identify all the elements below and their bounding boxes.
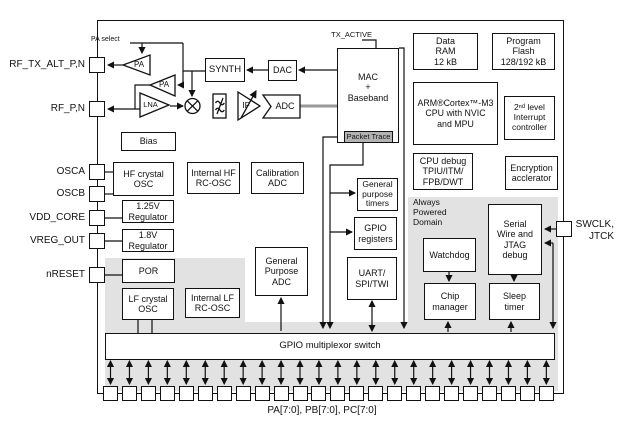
gpio-pin: [463, 386, 479, 401]
block-bias: Bias: [121, 132, 176, 151]
block-1v25-regulator: 1.25V Regulator: [122, 200, 174, 223]
always-powered-domain-label: Always Powered Domain: [413, 197, 447, 227]
block-arm-cortex-m3-cpu: ARM®Cortex™-M3 CPU with NVIC and MPU: [413, 82, 498, 145]
block-general-purpose-adc: General Purpose ADC: [255, 247, 308, 296]
gpio-pin: [406, 386, 422, 401]
gpio-pin: [103, 386, 118, 401]
adc-label: ADC: [275, 101, 295, 111]
block-watchdog: Watchdog: [423, 238, 476, 272]
gpio-pin: [273, 386, 289, 401]
pin-label-rf-pn: RF_P,N: [50, 103, 85, 114]
gpio-pin: [519, 386, 535, 401]
lna-label: LNA: [143, 100, 158, 109]
pa1-amp-symbol: [121, 54, 151, 76]
block-sleep-timer: Sleep timer: [489, 283, 540, 320]
gpio-pin: [368, 386, 384, 401]
gpio-pin: [330, 386, 346, 401]
signal-label-pa-select: PA select: [91, 36, 120, 43]
lna-amp-symbol: [139, 92, 171, 118]
block-chip-manager: Chip manager: [424, 283, 476, 320]
block-cpu-debug: CPU debug TPIU/ITM/ FPB/DWT: [413, 153, 473, 190]
pin-label-rf-tx-alt: RF_TX_ALT_P,N: [9, 59, 85, 70]
if-label: IF: [242, 100, 250, 110]
gpio-pin: [254, 386, 270, 401]
gpio-pin: [178, 386, 194, 401]
block-hf-crystal-osc: HF crystal OSC: [113, 162, 174, 196]
pin-rf-tx-alt: [89, 57, 105, 73]
block-internal-lf-rc-osc: Internal LF RC-OSC: [185, 288, 240, 318]
gpio-pin: [500, 386, 516, 401]
block-data-ram: Data RAM 12 kB: [413, 33, 478, 70]
signal-label-tx-active: TX_ACTIVE: [331, 30, 372, 39]
rx-adc-symbol: [261, 94, 301, 119]
pa1-label: PA: [133, 60, 145, 69]
pin-label-osca: OSCA: [56, 166, 85, 177]
gpio-pin: [444, 386, 460, 401]
pin-vreg-out: [89, 233, 105, 249]
block-synth: SYNTH: [205, 58, 245, 82]
block-uart-spi-twi: UART/ SPI/TWI: [347, 257, 397, 300]
pin-vdd-core: [89, 210, 105, 226]
gpio-pin: [216, 386, 232, 401]
gpio-pin: [292, 386, 308, 401]
block-2nd-level-interrupt-controller: 2ⁿᵈ level Interrupt controller: [504, 96, 555, 140]
gpio-pin: [121, 386, 137, 401]
gpio-pin: [311, 386, 327, 401]
block-packet-trace: Packet Trace: [344, 131, 393, 143]
pin-swclk-jtck: [556, 221, 572, 237]
block-por: POR: [122, 259, 175, 283]
pin-rf-pn: [89, 101, 105, 117]
block-gpio-registers: GPIO registers: [354, 217, 397, 250]
gpio-pin: [425, 386, 441, 401]
block-1v8-regulator: 1.8V Regulator: [122, 229, 174, 252]
pin-label-oscb: OSCB: [56, 188, 85, 199]
block-general-purpose-timers: General purpose timers: [357, 178, 398, 211]
block-program-flash: Program Flash 128/192 kB: [492, 33, 555, 70]
gpio-pin: [482, 386, 497, 401]
pin-label-vreg-out: VREG_OUT: [29, 235, 85, 246]
bottom-pins-label: PA[7:0], PB[7:0], PC[7:0]: [267, 405, 377, 416]
block-internal-hf-rc-osc: Internal HF RC-OSC: [187, 162, 240, 194]
block-encryption-accelerator: Encryption acclerator: [505, 156, 558, 190]
pa2-label: PA: [158, 80, 170, 89]
pa2-amp-symbol: [148, 74, 176, 97]
gpio-pin: [387, 386, 403, 401]
block-serial-wire-jtag-debug: Serial Wire and JTAG debug: [488, 204, 542, 275]
gpio-pin: [197, 386, 213, 401]
block-mac-baseband: MAC + Baseband: [337, 48, 399, 143]
pin-oscb: [89, 186, 105, 202]
pin-label-vdd-core: VDD_CORE: [29, 212, 85, 223]
gpio-pin: [159, 386, 175, 401]
pin-label-nreset: nRESET: [46, 269, 85, 280]
pin-osca: [89, 164, 105, 180]
block-calibration-adc: Calibration ADC: [251, 162, 304, 194]
gpio-pin: [235, 386, 251, 401]
gpio-pin: [538, 386, 554, 401]
block-lf-crystal-osc: LF crystal OSC: [122, 288, 174, 320]
block-dac: DAC: [268, 60, 297, 81]
pin-nreset: [89, 267, 105, 283]
gpio-pin: [140, 386, 156, 401]
pin-label-swclk-jtck: SWCLK, JTCK: [575, 219, 614, 242]
gpio-pin: [349, 386, 365, 401]
gpio-multiplexor-switch-bar: GPIO multiplexor switch: [105, 333, 555, 360]
